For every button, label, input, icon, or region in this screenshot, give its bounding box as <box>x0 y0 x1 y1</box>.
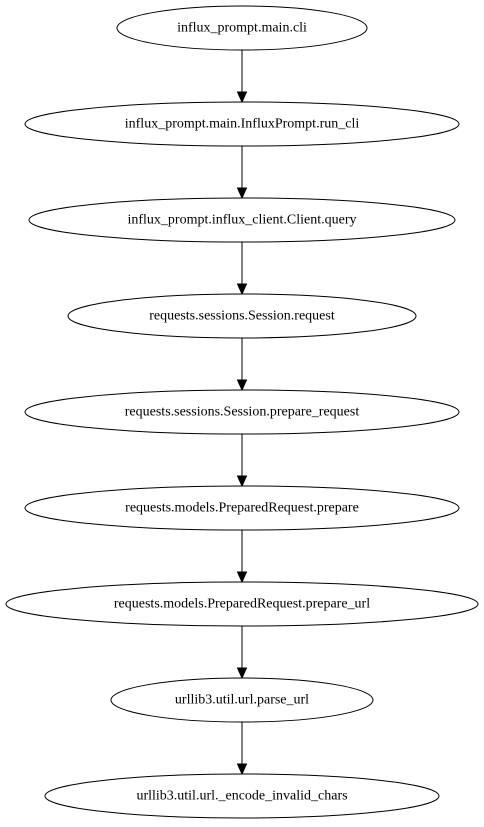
node-label: requests.sessions.Session.prepare_reques… <box>125 405 360 420</box>
arrowhead-icon <box>236 763 248 776</box>
node-ellipse <box>5 581 479 627</box>
edge-n3-n4 <box>236 242 248 296</box>
node-ellipse <box>24 389 460 435</box>
edge-n7-n8 <box>236 626 248 680</box>
arrowhead-icon <box>236 283 248 296</box>
graph-node: influx_prompt.influx_client.Client.query <box>28 197 456 243</box>
node-ellipse <box>24 485 460 531</box>
graph-node: urllib3.util.url.parse_url <box>110 677 374 723</box>
edge-n8-n9 <box>236 722 248 776</box>
graph-node: requests.models.PreparedRequest.prepare_… <box>5 581 479 627</box>
node-label: requests.models.PreparedRequest.prepare <box>125 501 359 516</box>
node-label: influx_prompt.influx_client.Client.query <box>127 213 356 228</box>
arrowhead-icon <box>236 667 248 680</box>
edges-layer <box>236 50 248 776</box>
edge-n4-n5 <box>236 338 248 392</box>
node-ellipse <box>110 677 374 723</box>
edge-n1-n2 <box>236 50 248 104</box>
graph-node: influx_prompt.main.cli <box>116 5 368 51</box>
graph-node: requests.sessions.Session.request <box>67 293 417 339</box>
graph-node: requests.sessions.Session.prepare_reques… <box>24 389 460 435</box>
node-ellipse <box>24 101 460 147</box>
arrowhead-icon <box>236 91 248 104</box>
arrowhead-icon <box>236 571 248 584</box>
node-label: urllib3.util.url._encode_invalid_chars <box>136 789 347 804</box>
edge-n5-n6 <box>236 434 248 488</box>
edge-n6-n7 <box>236 530 248 584</box>
node-ellipse <box>44 773 440 819</box>
node-label: requests.models.PreparedRequest.prepare_… <box>114 597 370 612</box>
arrowhead-icon <box>236 187 248 200</box>
arrowhead-icon <box>236 475 248 488</box>
node-label: requests.sessions.Session.request <box>149 309 335 324</box>
nodes-layer: influx_prompt.main.cli influx_prompt.main… <box>5 5 479 819</box>
graph-node: requests.models.PreparedRequest.prepare <box>24 485 460 531</box>
node-ellipse <box>116 5 368 51</box>
node-label: influx_prompt.main.InfluxPrompt.run_cli <box>125 117 360 132</box>
node-ellipse <box>28 197 456 243</box>
arrowhead-icon <box>236 379 248 392</box>
node-label: urllib3.util.url.parse_url <box>175 693 309 708</box>
node-ellipse <box>67 293 417 339</box>
node-label: influx_prompt.main.cli <box>177 21 307 36</box>
graph-node: urllib3.util.url._encode_invalid_chars <box>44 773 440 819</box>
graph-node: influx_prompt.main.InfluxPrompt.run_cli <box>24 101 460 147</box>
edge-n2-n3 <box>236 146 248 200</box>
